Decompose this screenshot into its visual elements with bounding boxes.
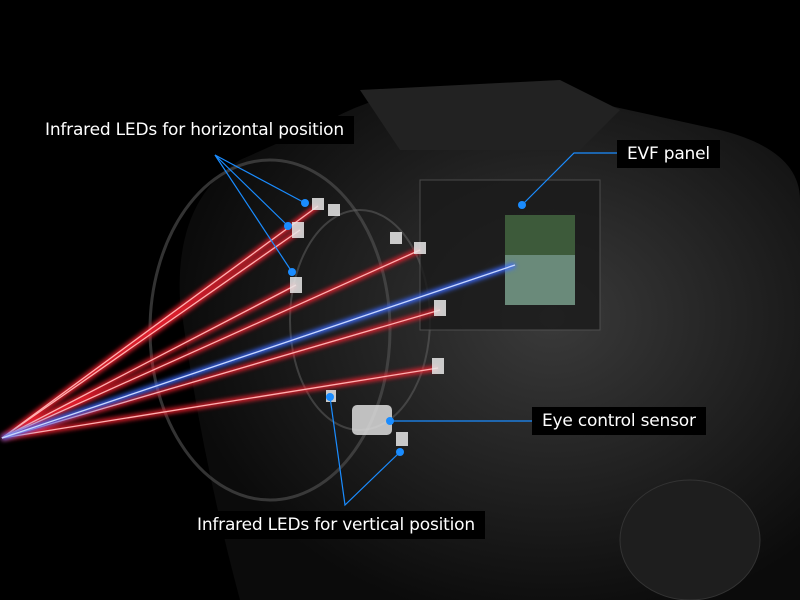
grip-dial (619, 479, 761, 600)
ir-beams (0, 203, 441, 441)
label-eye-control-sensor: Eye control sensor (532, 407, 706, 435)
leader-lines (214, 152, 618, 507)
label-horizontal-leds: Infrared LEDs for horizontal position (35, 116, 354, 144)
eye-beam (1, 262, 516, 441)
evf-screen-trees (505, 215, 575, 255)
leader-dots (284, 199, 526, 456)
label-vertical-leds: Infrared LEDs for vertical position (187, 511, 485, 539)
eye-sensor-chip (352, 405, 392, 435)
camera-top (360, 80, 620, 150)
label-evf-panel: EVF panel (617, 140, 720, 168)
